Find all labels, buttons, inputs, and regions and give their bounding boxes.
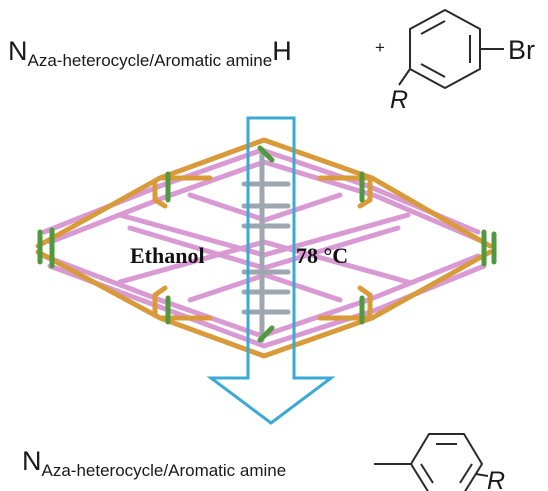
svg-text:NAza-heterocycle/Aromatic amin: NAza-heterocycle/Aromatic amine [22, 446, 286, 480]
product-aryl-structure: R [410, 433, 505, 491]
benzene-ring [409, 9, 481, 89]
product-amine-subscript: Aza-heterocycle/Aromatic amine [42, 461, 287, 480]
product-r-group: R [487, 467, 505, 491]
ring-double-bond-3 [420, 63, 446, 78]
solvent-label: Ethanol [130, 243, 205, 268]
product-ring-double-bond-3 [420, 463, 434, 484]
reactant-hydrogen-symbol: H [272, 36, 292, 66]
framework-grey-struts [241, 147, 291, 343]
reactant-amine-subscript: Aza-heterocycle/Aromatic amine [28, 51, 273, 70]
product-ring-double-bond-2 [459, 463, 473, 484]
r-group-bond [398, 68, 411, 86]
framework-green-nodes [37, 145, 497, 343]
reactant-equation: NAza-heterocycle/Aromatic amineH + Br R [8, 9, 535, 114]
framework-structure [35, 137, 497, 359]
reactant-nitrogen-symbol: N [8, 36, 28, 66]
product-equation: NAza-heterocycle/Aromatic amine R [22, 433, 505, 491]
product-r-bond [475, 473, 489, 477]
product-benzene-ring [410, 433, 483, 491]
reactant-r-group: R [390, 86, 408, 114]
reaction-arrow [206, 116, 336, 425]
bromine-label: Br [508, 35, 535, 65]
svg-text:NAza-heterocycle/Aromatic amin: NAza-heterocycle/Aromatic amineH [8, 36, 292, 70]
ring-double-bond-1 [420, 20, 446, 35]
plus-sign: + [375, 38, 385, 57]
bromobenzene-structure: Br R [390, 9, 535, 114]
product-nitrogen-symbol: N [22, 446, 42, 476]
temperature-label: 78 °C [296, 243, 348, 268]
